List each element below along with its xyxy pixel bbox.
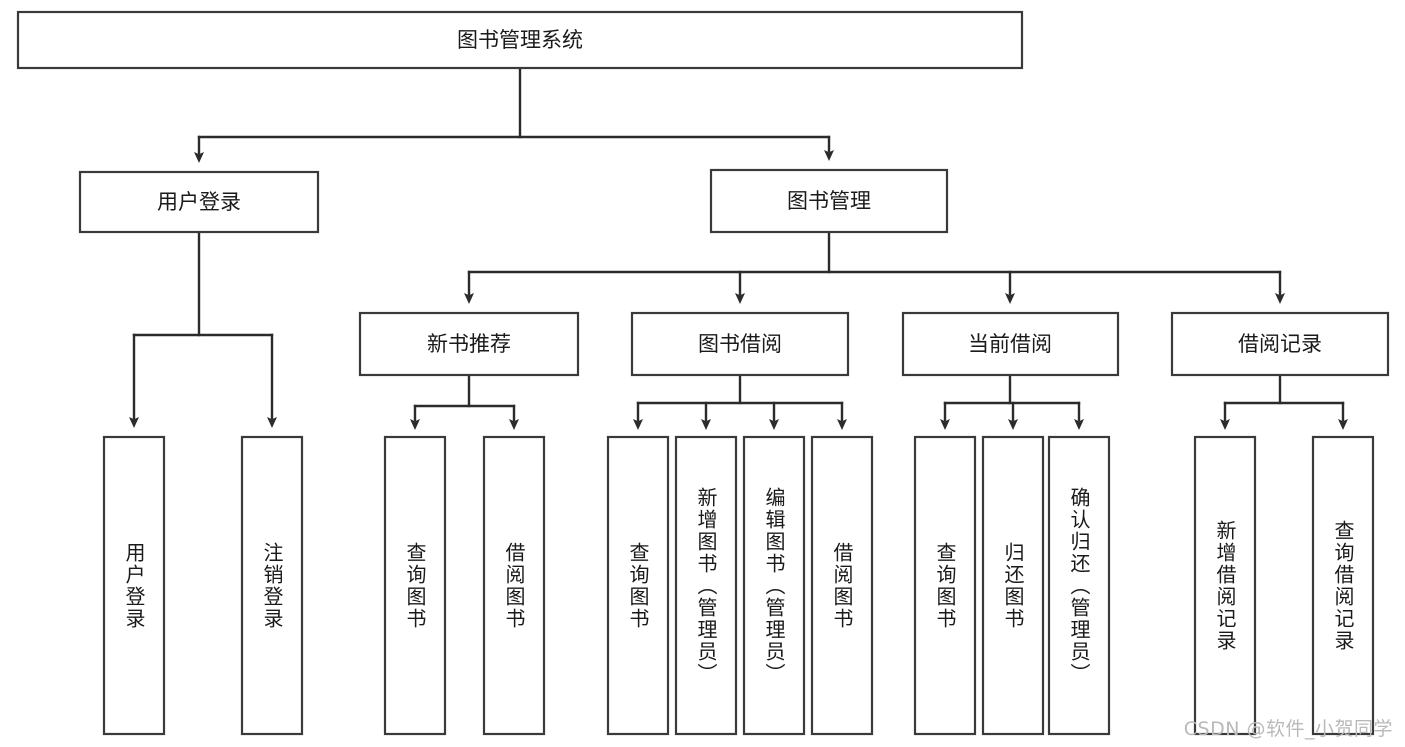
- node-current-borrow-box[interactable]: [901, 311, 1120, 377]
- node-leaf-query-book-1-box[interactable]: [383, 435, 447, 736]
- node-user-login-box[interactable]: [78, 170, 320, 234]
- node-root-box[interactable]: [16, 10, 1024, 70]
- node-new-book-rec-box[interactable]: [358, 311, 580, 377]
- node-user-login-label: 用户登录: [157, 190, 241, 214]
- node-leaf-user-login-box[interactable]: [102, 435, 166, 736]
- node-leaf-add-record-box[interactable]: [1193, 435, 1257, 736]
- node-leaf-query-book-3-box[interactable]: [913, 435, 977, 736]
- node-leaf-edit-book-box[interactable]: [742, 435, 806, 736]
- node-leaf-return-book-box[interactable]: [981, 435, 1045, 736]
- node-new-book-rec-label: 新书推荐: [427, 332, 511, 356]
- node-leaf-borrow-book-2-box[interactable]: [810, 435, 874, 736]
- node-layer: 图书管理系统 用户登录 图书管理 新书推荐 图书借阅 当前借阅 借阅记录: [16, 10, 1390, 736]
- node-leaf-user-logout-box[interactable]: [240, 435, 304, 736]
- node-book-manage-box[interactable]: [709, 168, 949, 234]
- node-leaf-borrow-book-1-box[interactable]: [482, 435, 546, 736]
- node-book-manage-label: 图书管理: [787, 189, 871, 213]
- node-borrow-record-box[interactable]: [1170, 311, 1390, 377]
- node-leaf-query-book-2-box[interactable]: [606, 435, 670, 736]
- connector-layer: [129, 66, 1348, 430]
- node-root-label: 图书管理系统: [457, 28, 583, 52]
- node-leaf-confirm-return-box[interactable]: [1047, 435, 1111, 736]
- node-book-borrow-box[interactable]: [630, 311, 850, 377]
- node-leaf-query-record-box[interactable]: [1311, 435, 1375, 736]
- node-borrow-record-label: 借阅记录: [1238, 332, 1322, 356]
- node-current-borrow-label: 当前借阅: [968, 332, 1052, 356]
- node-leaf-add-book-box[interactable]: [674, 435, 738, 736]
- node-book-borrow-label: 图书借阅: [698, 332, 782, 356]
- watermark-text: CSDN @软件_小贺同学: [1183, 718, 1393, 740]
